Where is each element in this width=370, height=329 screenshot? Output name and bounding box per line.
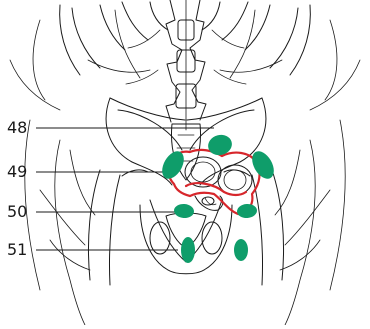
- marker-51-left: [181, 237, 195, 263]
- marker-51-right: [234, 239, 248, 261]
- marker-50-right: [236, 203, 257, 219]
- rib-cage: [10, 2, 360, 110]
- callout-label-50: 50: [7, 204, 27, 220]
- callout-label-49: 49: [7, 164, 27, 180]
- marker-50-left: [173, 203, 194, 219]
- callout-label-51: 51: [7, 242, 27, 258]
- spine: [126, 0, 246, 130]
- callout-label-48: 48: [7, 120, 27, 136]
